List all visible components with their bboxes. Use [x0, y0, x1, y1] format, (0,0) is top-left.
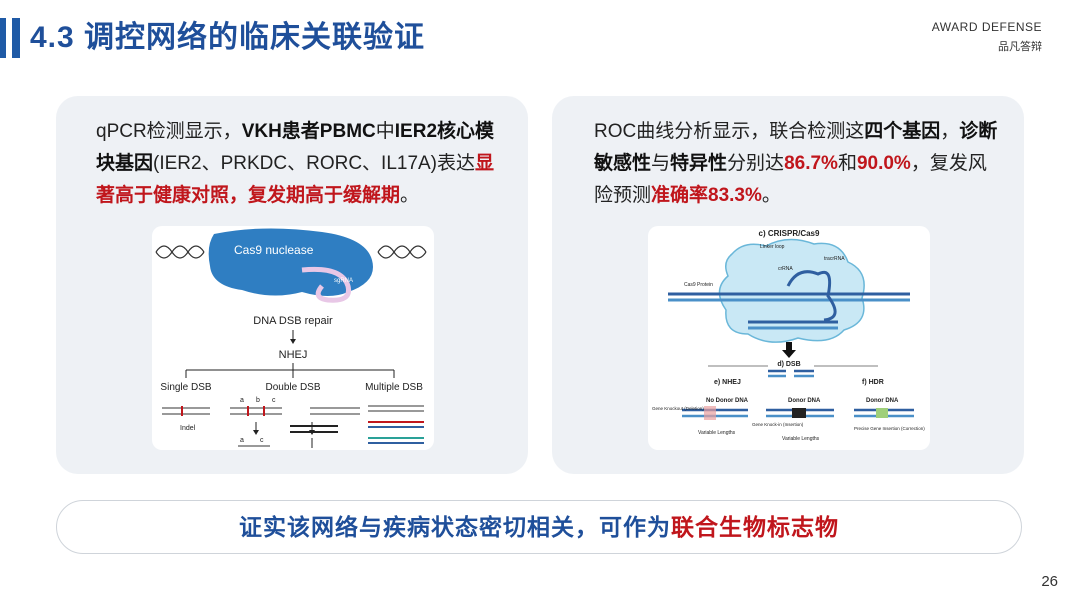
conclusion-highlight: 联合生物标志物	[671, 514, 839, 540]
cas9-protein-label: Cas9 Protein	[684, 282, 713, 288]
roc-text-specificity: 特异性	[670, 153, 728, 174]
conclusion-banner: 证实该网络与疾病状态密切相关，可作为联合生物标志物	[56, 500, 1022, 554]
dna-helix-right	[377, 245, 427, 259]
roc-specificity-value: 90.0%	[856, 153, 911, 174]
roc-text-7: 分别达	[727, 153, 785, 174]
page-title: 4.3 调控网络的临床关联验证	[30, 21, 426, 54]
roc-card: ROC曲线分析显示，联合检测这四个基因，诊断敏感性与特异性分别达86.7%和90…	[552, 96, 1024, 474]
outcome-strands	[682, 406, 914, 420]
dsb-repair-diagram: Cas9 nuclease sgRNA DNA DSB repair NHEJ …	[155, 228, 427, 448]
tracrrna-label: tracrRNA	[824, 256, 845, 262]
donor-label-hdr: Donor DNA	[866, 398, 899, 404]
crispr-diagram: c) CRISPR/Cas9 Linker loop crRNA tracrRN…	[652, 229, 925, 442]
precise-insertion-label: Precise Gene Insertion (Correction)	[854, 426, 925, 431]
qpcr-card: qPCR检测显示，VKH患者PBMC中IER2核心模块基因(IER2、PRKDC…	[56, 96, 528, 474]
qpcr-text-vkh: VKH患者PBMC	[241, 121, 376, 142]
roc-text-four-genes: 四个基因	[864, 121, 941, 142]
indel-label: Indel	[180, 425, 196, 432]
conclusion-text: 证实该网络与疾病状态密切相关，可作为	[239, 514, 671, 540]
qpcr-text-end: 。	[400, 185, 420, 206]
roc-text-3: ，	[940, 121, 960, 142]
hdr-label: f) HDR	[862, 379, 884, 386]
roc-description: ROC曲线分析显示，联合检测这四个基因，诊断敏感性与特异性分别达86.7%和90…	[594, 116, 1004, 212]
cas9-label: Cas9 nuclease	[234, 243, 314, 257]
single-dsb-strands	[162, 406, 210, 416]
roc-text-1: ROC曲线分析显示，联合检测这	[594, 121, 865, 142]
svg-text:a: a	[240, 437, 244, 444]
single-dsb-label: Single DSB	[160, 382, 211, 393]
letter-a: a	[240, 397, 244, 404]
letter-c: c	[272, 397, 276, 404]
multiple-dsb-label: Multiple DSB	[365, 382, 423, 393]
roc-text-5: 与	[651, 153, 671, 174]
variable-lengths-2: Variable Lengths	[782, 436, 820, 442]
sgrna-loop	[301, 266, 352, 303]
qpcr-text-3: 中	[375, 121, 395, 142]
qpcr-text-1: qPCR检测显示，	[96, 121, 242, 142]
double-dsb-strands: a c	[230, 406, 360, 448]
donor-label: Donor DNA	[788, 398, 821, 404]
brand-english: AWARD DEFENSE	[931, 20, 1042, 34]
linker-label: Linker loop	[760, 244, 785, 250]
dsb-repair-label: DNA DSB repair	[253, 315, 333, 327]
letter-b: b	[256, 397, 260, 404]
roc-text-11: ，复发风险预测	[594, 153, 987, 206]
roc-text-end: 。	[761, 185, 781, 206]
brand: AWARD DEFENSE 品凡答辩	[932, 20, 1042, 54]
down-arrow	[782, 342, 796, 358]
crispr-title: c) CRISPR/Cas9	[759, 229, 820, 238]
dna-helix-left	[155, 245, 205, 259]
arrowhead-nhej	[290, 339, 296, 344]
nhej-label: e) NHEJ	[714, 379, 741, 386]
cas9-protein-shape	[208, 228, 373, 296]
qpcr-description: qPCR检测显示，VKH患者PBMC中IER2核心模块基因(IER2、PRKDC…	[96, 116, 506, 212]
double-dsb-label: Double DSB	[265, 382, 320, 393]
target-dna	[668, 270, 910, 330]
roc-sensitivity-value: 86.7%	[784, 153, 838, 174]
roc-accuracy-value: 准确率83.3%	[651, 185, 762, 206]
dsb-strands	[768, 369, 814, 378]
qpcr-text-module: IER2核心模块基因	[96, 121, 495, 174]
no-donor-label: No Donor DNA	[706, 398, 749, 404]
multiple-dsb-strands	[368, 405, 424, 444]
variable-lengths-1: Variable Lengths	[698, 430, 736, 436]
page-number: 26	[1041, 573, 1058, 590]
roc-text-9: 和	[837, 153, 857, 174]
crrna-label: crRNA	[778, 266, 793, 272]
nhej-label: NHEJ	[279, 349, 308, 361]
title-accent-bar-2	[12, 18, 20, 58]
roc-text-sensitivity: 诊断敏感性	[594, 121, 998, 174]
qpcr-text-genes: (IER2、PRKDC、RORC、IL17A)表达	[153, 153, 476, 174]
brand-chinese: 品凡答辩	[998, 41, 1042, 53]
crispr-figure: c) CRISPR/Cas9 Linker loop crRNA tracrRN…	[648, 226, 930, 450]
knockout-label: Gene Knockout (Deletion)	[652, 406, 704, 411]
sgrna-label: sgRNA	[334, 278, 353, 284]
title-accent-bar	[0, 18, 6, 58]
qpcr-text-highlight: 显著高于健康对照，复发期高于缓解期	[96, 153, 495, 206]
dsb-repair-figure: Cas9 nuclease sgRNA DNA DSB repair NHEJ …	[152, 226, 434, 450]
dsb-label: d) DSB	[777, 361, 800, 368]
knockin-label: Gene Knock-in (Insertion)	[752, 422, 804, 427]
svg-text:c: c	[260, 437, 264, 444]
